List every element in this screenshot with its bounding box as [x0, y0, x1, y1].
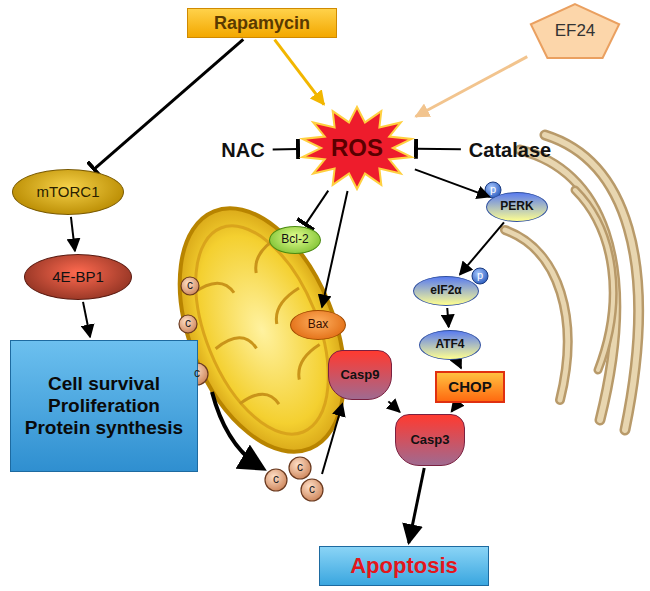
node-text: EF24: [549, 21, 602, 41]
drug-pentagon: EF24: [529, 3, 621, 59]
protein-ellipse: mTORC1: [12, 169, 124, 215]
caspase: Casp3: [395, 414, 465, 466]
phosphate-label: p: [490, 184, 496, 195]
inhibition-line: [306, 191, 329, 225]
node-text: ROS: [325, 134, 389, 162]
ros-burst: ROS: [301, 107, 413, 189]
activation-arrow: [447, 308, 448, 327]
cytochrome-label: c: [309, 483, 315, 495]
activation-arrow: [275, 40, 324, 105]
protein-ellipse: ATF4: [419, 330, 481, 360]
node-text: eIF2α: [424, 284, 467, 298]
node-text: Casp9: [334, 368, 385, 383]
activation-arrow: [71, 217, 75, 251]
protein-ellipse: Bcl-2: [269, 226, 321, 254]
node-text: Bcl-2: [275, 233, 314, 247]
node-text: Casp3: [404, 433, 455, 448]
activation-arrow: [415, 169, 490, 197]
cytochrome-label: c: [187, 279, 193, 291]
cytochrome-c: [179, 277, 323, 501]
cytochrome-label: c: [185, 317, 191, 329]
inhibition-line: [416, 148, 461, 151]
protein-ellipse: 4E-BP1: [24, 254, 132, 300]
node-text: Rapamycin: [208, 13, 316, 34]
activation-arrow: [409, 468, 424, 543]
protein-box: CHOP: [435, 371, 505, 403]
activation-arrow: [83, 302, 90, 337]
outcome-box: Apoptosis: [319, 546, 489, 586]
node-text: mTORC1: [30, 183, 105, 200]
activation-arrow: [322, 191, 348, 307]
cytochrome-label: c: [273, 473, 279, 485]
node-text: CHOP: [442, 378, 497, 395]
activation-arrow: [388, 401, 399, 412]
activation-arrow: [322, 405, 342, 474]
activation-arrow: [458, 361, 461, 368]
node-text: NAC: [215, 139, 270, 162]
outcome-box: Cell survival Proliferation Protein synt…: [10, 340, 198, 472]
caspase: Casp9: [328, 350, 392, 400]
activation-arrow: [460, 222, 504, 274]
er-membrane: [505, 135, 639, 430]
release-arrow: [212, 392, 262, 468]
protein-ellipse: eIF2α: [413, 276, 479, 306]
inhibition-line: [94, 39, 243, 169]
inhibitor-label: Catalase: [463, 137, 557, 163]
cytochrome-label: c: [194, 367, 200, 379]
cytochrome-label: c: [297, 461, 303, 473]
inhibition-line: [273, 148, 298, 150]
drug-box: Rapamycin: [187, 8, 337, 38]
node-text: Bax: [302, 318, 335, 332]
node-text: ATF4: [429, 338, 470, 352]
activation-arrow: [451, 405, 456, 412]
phosphate-label: p: [477, 270, 483, 281]
inhibitor-label: NAC: [215, 137, 270, 163]
node-text: Apoptosis: [344, 553, 464, 578]
protein-ellipse: Bax: [290, 310, 346, 340]
node-text: 4E-BP1: [46, 268, 110, 285]
node-text: Cell survival Proliferation Protein synt…: [15, 373, 193, 439]
node-text: Catalase: [463, 139, 557, 162]
node-text: PERK: [494, 200, 539, 214]
activation-arrow: [416, 57, 528, 117]
protein-ellipse: PERK: [486, 192, 548, 222]
